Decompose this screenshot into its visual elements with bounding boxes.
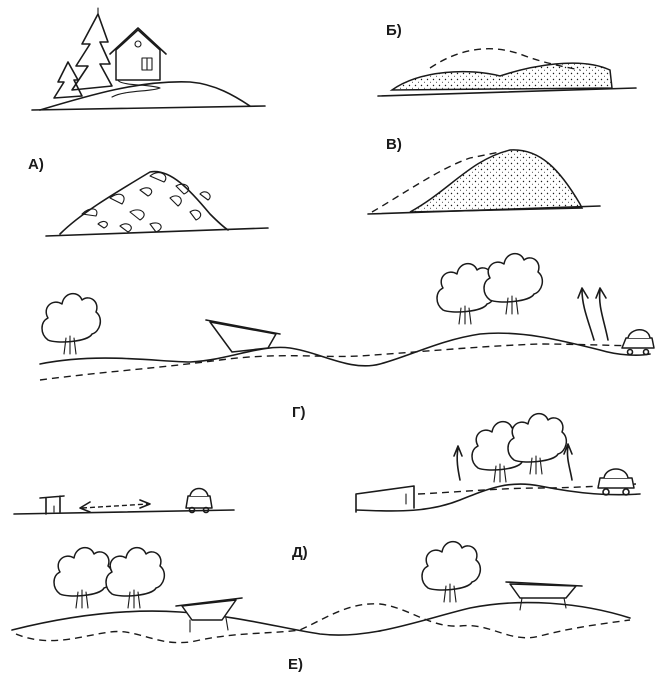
bush-icon [422, 542, 480, 602]
shelter-icon [206, 320, 280, 352]
vehicle-icon [622, 330, 654, 355]
panel-g-landscape [40, 254, 654, 380]
label-v: В) [386, 136, 402, 153]
vehicle-icon [598, 469, 634, 495]
double-arrow-icon [80, 500, 150, 512]
label-b: Б) [386, 22, 402, 39]
label-e: Е) [288, 656, 303, 673]
tree-icon [72, 8, 112, 90]
panel-v-hill [368, 150, 600, 214]
shelter-icon [176, 598, 242, 632]
vehicle-icon [186, 489, 212, 513]
tree-icon [54, 62, 82, 98]
arrow-icon [578, 288, 608, 340]
label-g: Г) [292, 404, 306, 421]
house-icon [110, 28, 166, 80]
panel-e-landscape [12, 542, 630, 643]
bush-icon [484, 254, 542, 314]
panel-d-right [356, 414, 640, 512]
shelter-icon [356, 486, 414, 512]
bush-icon [106, 548, 164, 608]
bush-icon [42, 294, 100, 354]
bush-icon [54, 548, 112, 608]
panel-d-left [14, 489, 234, 515]
label-d: Д) [292, 544, 308, 561]
panel-a-house-hill [32, 8, 265, 110]
panel-a2-rocky-mound [46, 172, 268, 236]
panel-b-hill [378, 49, 636, 96]
label-a: А) [28, 156, 44, 173]
signpost-icon [40, 496, 64, 514]
